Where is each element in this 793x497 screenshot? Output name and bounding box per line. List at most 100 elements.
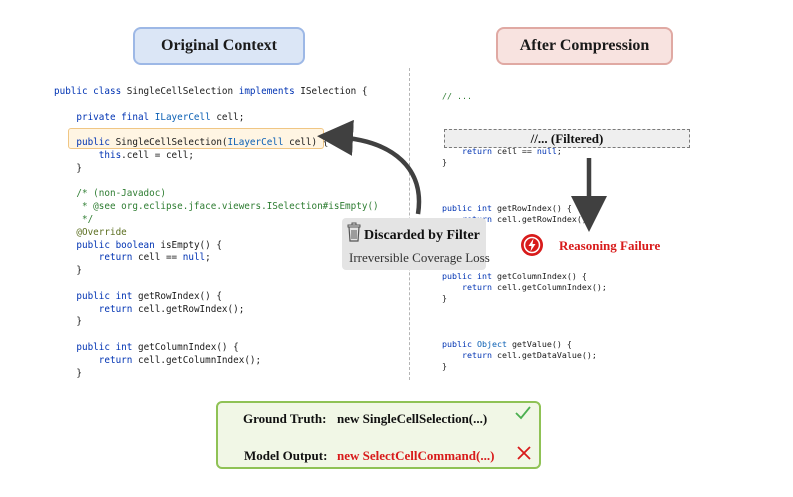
code-token: cell == xyxy=(137,252,183,264)
code-line: this.cell = cell; xyxy=(54,150,379,163)
code-token: getValue() { xyxy=(511,339,572,349)
code-token: return xyxy=(54,252,138,264)
code-token: getColumnIndex() { xyxy=(496,271,587,281)
code-token: */ xyxy=(54,213,94,225)
after-compression-header: After Compression xyxy=(496,27,673,65)
cross-icon xyxy=(517,446,531,460)
model-output-value: new SelectCellCommand(...) xyxy=(337,448,495,463)
code-line: /* (non-Javadoc) xyxy=(54,188,379,201)
code-line: // ... xyxy=(442,92,472,100)
code-token: public xyxy=(442,339,477,349)
code-line: return cell.getColumnIndex(); xyxy=(442,283,607,291)
code-line: return cell.getRowIndex(); xyxy=(54,304,379,317)
model-output-label: Model Output: xyxy=(244,448,328,463)
code-line: public class SingleCellSelection impleme… xyxy=(54,86,379,99)
reasoning-failure-label: Reasoning Failure xyxy=(559,238,661,253)
code-line: * @see org.eclipse.jface.viewers.ISelect… xyxy=(54,201,379,214)
lightning-bolt-icon xyxy=(521,234,543,256)
code-token: public int xyxy=(54,290,138,302)
code-line: } xyxy=(54,265,379,278)
code-line: return cell == null; xyxy=(442,147,562,155)
code-token: cell.getColumnIndex(); xyxy=(137,354,262,366)
code-line: public int getColumnIndex() { xyxy=(442,272,587,280)
code-line: public Object getValue() { xyxy=(442,340,572,348)
result-box xyxy=(216,401,541,469)
code-token: @Override xyxy=(54,226,127,238)
code-token: Object xyxy=(476,339,512,349)
code-line: public int getRowIndex() { xyxy=(442,204,572,212)
code-token: getRowIndex() { xyxy=(137,290,222,302)
code-token: return xyxy=(442,350,497,360)
code-token: public boolean xyxy=(54,239,161,251)
code-token: SingleCellSelection xyxy=(126,86,239,97)
discard-curved-arrow xyxy=(317,119,422,215)
code-token: return xyxy=(442,282,497,292)
code-token: getRowIndex() { xyxy=(496,203,572,213)
discard-subtitle: Irreversible Coverage Loss xyxy=(349,250,490,265)
code-token: return xyxy=(442,146,497,156)
code-token: } xyxy=(442,293,447,303)
code-token: cell.getDataValue(); xyxy=(496,350,597,360)
code-token: getColumnIndex() { xyxy=(137,341,239,353)
discard-title: Discarded by Filter xyxy=(364,228,480,243)
code-token: /* (non-Javadoc) xyxy=(54,188,166,200)
code-line: } xyxy=(54,316,379,329)
code-line: */ xyxy=(54,214,379,227)
code-token: ; xyxy=(556,146,562,156)
code-line: } xyxy=(54,368,379,381)
code-token: } xyxy=(54,316,82,328)
check-icon xyxy=(515,406,531,420)
code-line: return cell.getColumnIndex(); xyxy=(54,355,379,368)
code-line: } xyxy=(442,362,447,370)
code-token: cell.getColumnIndex(); xyxy=(496,282,607,292)
code-token: cell.getRowIndex(); xyxy=(496,214,592,224)
code-token: public int xyxy=(442,203,497,213)
code-token: implements xyxy=(238,86,301,97)
code-token: cell == xyxy=(496,146,537,156)
original-context-header: Original Context xyxy=(133,27,305,65)
ground-truth-label: Ground Truth: xyxy=(243,411,327,426)
code-token: } xyxy=(54,265,82,277)
code-line: public boolean isEmpty() { xyxy=(54,240,379,253)
code-token: } xyxy=(54,162,82,174)
code-token: null xyxy=(536,146,557,156)
code-token: // ... xyxy=(442,91,472,101)
code-line: public int getColumnIndex() { xyxy=(54,342,379,355)
code-token: SingleCellSelection( xyxy=(115,137,228,149)
trash-icon xyxy=(347,222,361,242)
code-line: } xyxy=(54,163,379,176)
code-token: cell; xyxy=(216,111,245,123)
code-line: return cell == null; xyxy=(54,252,379,265)
code-line: } xyxy=(442,294,447,302)
code-token: return xyxy=(54,354,138,366)
code-line: private final ILayerCell cell; xyxy=(54,112,379,125)
code-line: @Override xyxy=(54,227,379,240)
code-token: } xyxy=(442,361,447,371)
code-token: } xyxy=(54,367,82,379)
code-token: cell.getRowIndex(); xyxy=(137,303,245,315)
code-token: private final xyxy=(54,111,155,123)
code-token: public class xyxy=(54,86,127,97)
code-token: this xyxy=(54,149,122,161)
code-token: public xyxy=(54,137,116,149)
ground-truth-value: new SingleCellSelection(...) xyxy=(337,411,488,426)
discarded-filter-box xyxy=(342,218,486,270)
code-line: public int getRowIndex() { xyxy=(54,291,379,304)
filtered-block: //... (Filtered) xyxy=(444,129,690,148)
code-line: } xyxy=(442,158,447,166)
code-token: * @see org.eclipse.jface.viewers.ISelect… xyxy=(54,201,379,213)
code-token: ILayerCell xyxy=(154,111,217,123)
original-code-panel: public class SingleCellSelection impleme… xyxy=(54,86,379,380)
code-token: } xyxy=(442,157,447,167)
code-token: public int xyxy=(442,271,497,281)
code-token: isEmpty() { xyxy=(160,239,222,251)
code-token: return xyxy=(54,303,138,315)
code-token: ILayerCell xyxy=(227,137,290,149)
code-line: return cell.getDataValue(); xyxy=(442,351,597,359)
code-token: null xyxy=(182,252,206,264)
code-token: .cell = cell; xyxy=(121,149,194,161)
code-token: ISelection { xyxy=(300,86,368,97)
code-token: public int xyxy=(54,341,138,353)
code-token: ; xyxy=(205,252,211,264)
